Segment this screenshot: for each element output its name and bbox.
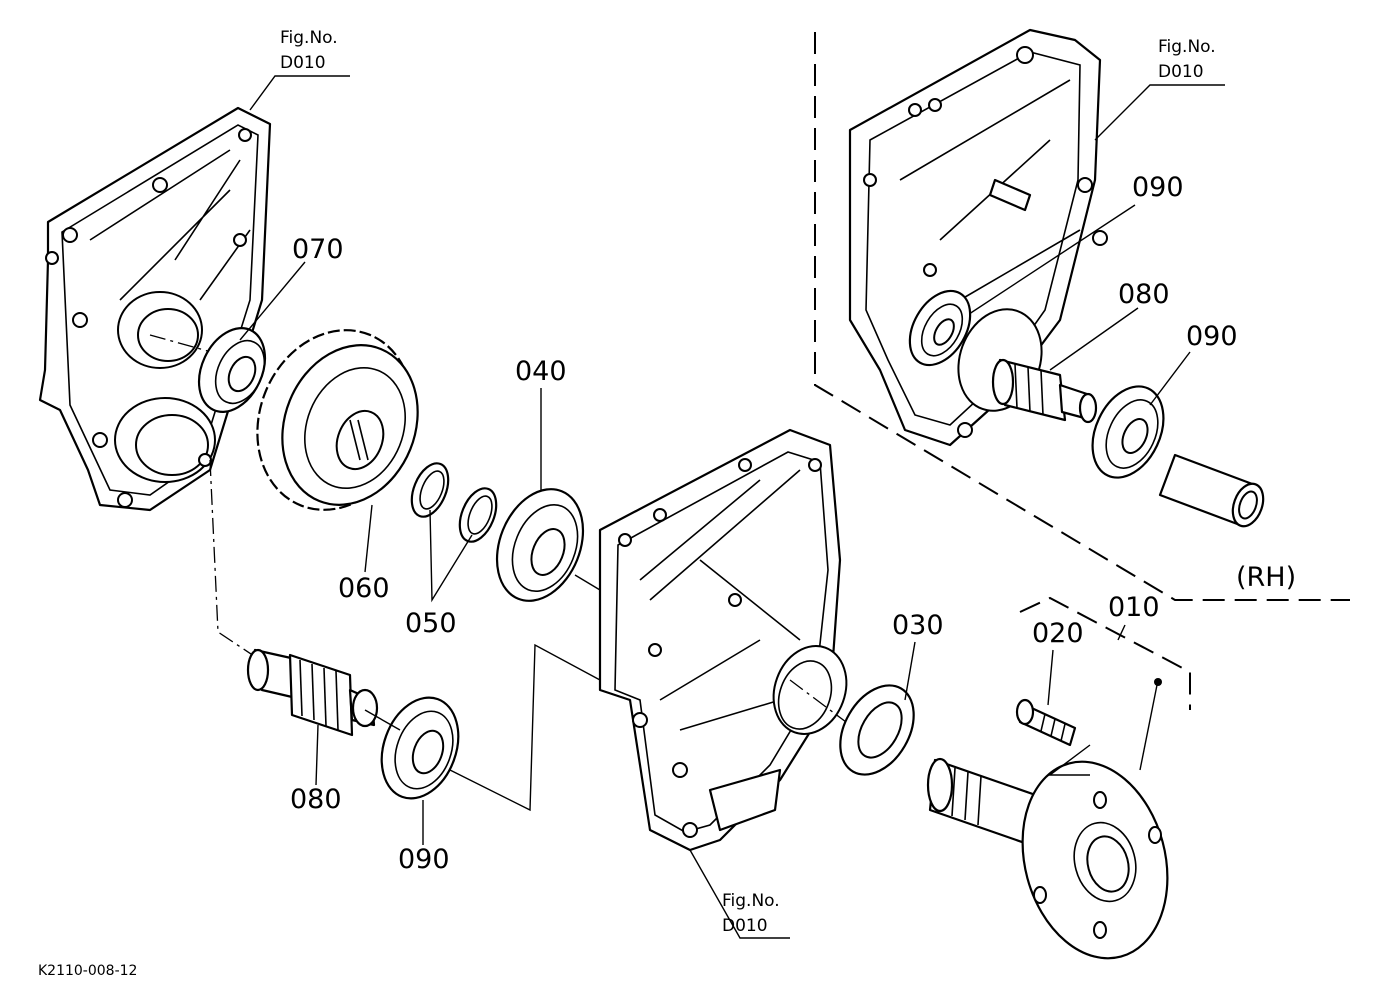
leader-lines-left <box>149 75 350 661</box>
bolt-020 <box>1015 698 1077 747</box>
fig-ref-rh-line2: D010 <box>1158 62 1204 82</box>
label-070: 070 <box>292 234 344 265</box>
label-090-rh-top: 090 <box>1132 172 1184 203</box>
label-050: 050 <box>405 608 457 639</box>
fig-ref-rh-line1: Fig.No. <box>1158 37 1216 57</box>
label-090-left: 090 <box>398 844 450 875</box>
connector-lines-left <box>364 574 601 812</box>
fig-ref-left: Fig.No. D010 <box>280 28 338 73</box>
fig-ref-left-line2: D010 <box>280 53 326 73</box>
center-housing <box>598 428 848 852</box>
flange-shaft-010 <box>926 757 1169 960</box>
rh-inset-boundary <box>814 32 1350 601</box>
rh-housing <box>848 28 1108 447</box>
drawing-code: K2110-008-12 <box>38 963 137 979</box>
label-020: 020 <box>1032 618 1084 649</box>
snap-rings-050 <box>410 462 498 543</box>
bearing-070 <box>197 327 267 413</box>
shaft-080-rh <box>991 307 1139 424</box>
bearing-090-rh-top <box>908 289 972 367</box>
bracket-010 <box>1019 596 1191 776</box>
fig-ref-left-line1: Fig.No. <box>280 28 338 48</box>
label-040: 040 <box>515 356 567 387</box>
sleeve-rh <box>1158 453 1265 528</box>
fig-ref-center-line2: D010 <box>722 916 768 936</box>
fig-ref-center: Fig.No. D010 <box>722 891 780 936</box>
label-080-rh: 080 <box>1118 279 1170 310</box>
fig-ref-center-line1: Fig.No. <box>722 891 780 911</box>
label-080-left: 080 <box>290 784 342 815</box>
shaft-080-left <box>246 648 379 737</box>
left-cover-plate <box>38 106 272 512</box>
seal-030 <box>839 684 915 776</box>
bearing-040 <box>495 488 585 602</box>
gear-060 <box>256 329 419 511</box>
leader-lines-rh <box>959 84 1225 321</box>
label-060: 060 <box>338 573 390 604</box>
label-090-rh-bottom: 090 <box>1186 321 1238 352</box>
leader-lines-center <box>689 679 871 939</box>
label-030: 030 <box>892 610 944 641</box>
label-010: 010 <box>1108 592 1160 623</box>
label-rh-side: (RH) <box>1236 562 1296 593</box>
fig-ref-rh: Fig.No. D010 <box>1158 37 1216 82</box>
bearing-090-rh-bottom <box>1091 351 1191 479</box>
bearing-090-left <box>380 696 460 800</box>
